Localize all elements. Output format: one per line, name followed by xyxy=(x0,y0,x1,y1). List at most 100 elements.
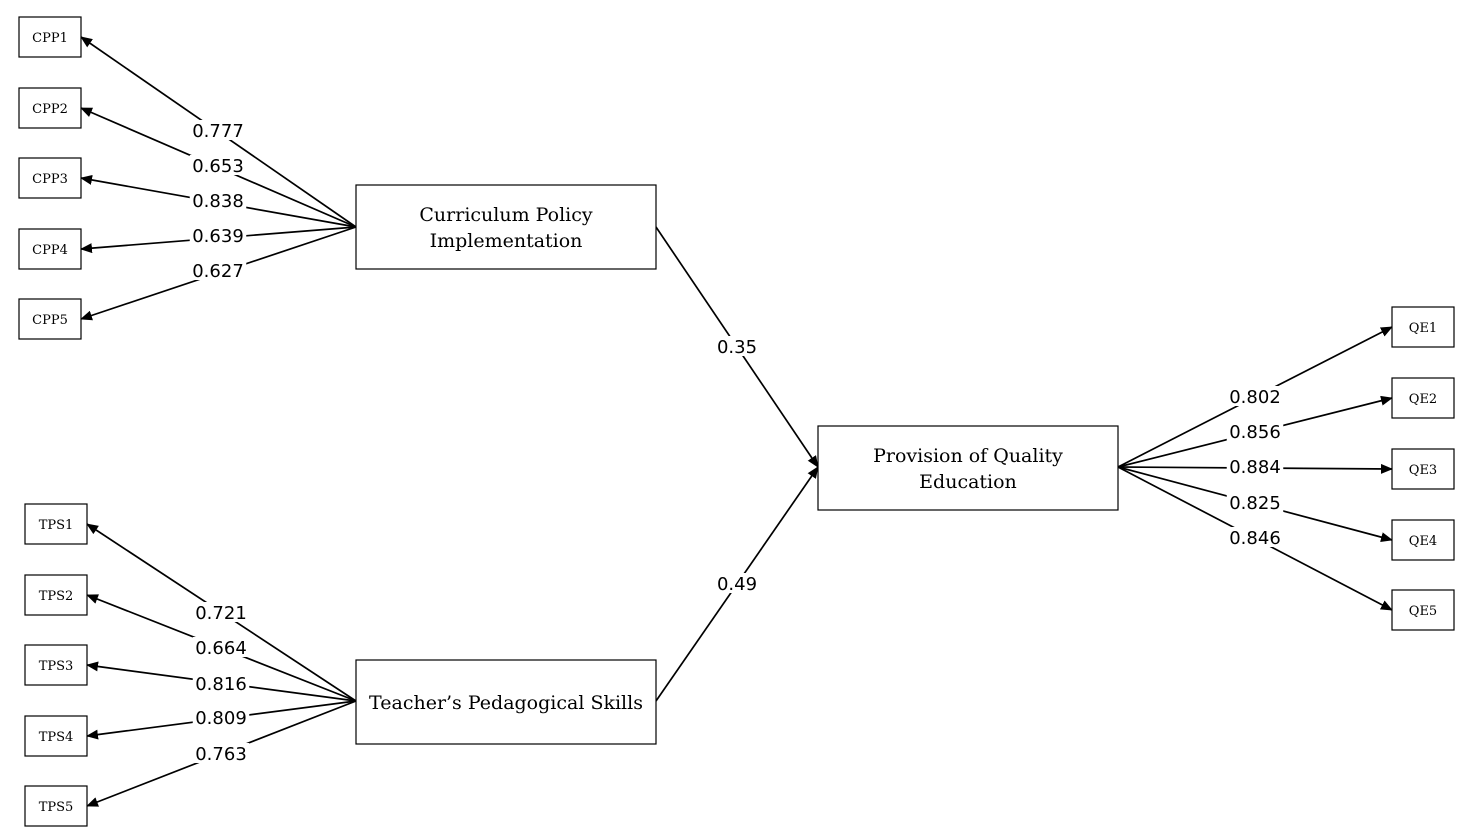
indicator-tps5-label: TPS5 xyxy=(39,800,74,815)
indicator-cpp5-box xyxy=(18,298,82,340)
loading-tps5-group: 0.763 xyxy=(192,743,250,765)
loading-cpp1: 0.777 xyxy=(192,121,244,142)
loading-cpp4-bg xyxy=(189,225,247,245)
loading-cpp3-group: 0.838 xyxy=(189,190,247,212)
latent-curriculum-policy-implementation-label-line-1: Curriculum Policy xyxy=(419,204,593,226)
loading-cpp5-bg xyxy=(189,260,247,280)
loading-cpp2-group: 0.653 xyxy=(189,155,247,177)
loading-cpp4-group: 0.639 xyxy=(189,225,247,247)
indicator-qe1-box xyxy=(1391,306,1455,348)
indicator-tps3-box xyxy=(24,644,88,686)
indicator-qe5-label: QE5 xyxy=(1409,604,1437,619)
indicator-cpp2-box xyxy=(18,87,82,129)
indicator-tps4: TPS4 xyxy=(24,715,88,757)
loading-qe4-group: 0.825 xyxy=(1226,492,1284,514)
loading-qe3-bg xyxy=(1226,456,1284,476)
indicator-qe5: QE5 xyxy=(1391,589,1455,631)
loading-qe1-group: 0.802 xyxy=(1226,386,1284,408)
loading-tps5-bg xyxy=(192,743,250,763)
path-coef-tps-to-pqe: 0.49 xyxy=(717,574,757,595)
loading-qe2-group: 0.856 xyxy=(1226,421,1284,443)
indicator-cpp4-label: CPP4 xyxy=(32,243,68,258)
loading-qe4-bg xyxy=(1226,492,1284,512)
latent-provision-of-quality-education-label-line-2: Education xyxy=(919,471,1017,493)
indicator-cpp5-label: CPP5 xyxy=(32,313,68,328)
indicator-qe2-label: QE2 xyxy=(1409,392,1437,407)
loading-qe1-bg xyxy=(1226,386,1284,406)
latent-curriculum-policy-implementation-label-line-2: Implementation xyxy=(430,230,583,252)
loading-qe2-bg xyxy=(1226,421,1284,441)
loading-cpp2: 0.653 xyxy=(192,156,244,177)
loading-qe3-group: 0.884 xyxy=(1226,456,1284,478)
indicator-qe1-label: QE1 xyxy=(1409,321,1437,336)
loading-qe4: 0.825 xyxy=(1229,493,1281,514)
indicator-tps2-box xyxy=(24,574,88,616)
indicator-cpp4-box xyxy=(18,228,82,270)
indicator-cpp1-box xyxy=(18,16,82,58)
loading-cpp5-group: 0.627 xyxy=(189,260,247,282)
loading-cpp4: 0.639 xyxy=(192,226,244,247)
loading-qe5: 0.846 xyxy=(1229,528,1281,549)
indicator-qe2: QE2 xyxy=(1391,377,1455,419)
latent-teachers-pedagogical-skills-box xyxy=(355,659,657,745)
loading-qe5-group: 0.846 xyxy=(1226,527,1284,549)
indicator-tps2: TPS2 xyxy=(24,574,88,616)
indicator-cpp2-label: CPP2 xyxy=(32,102,68,117)
indicator-qe5-box xyxy=(1391,589,1455,631)
latent-provision-of-quality-education-label-line-1: Provision of Quality xyxy=(873,445,1063,467)
loading-tps2: 0.664 xyxy=(195,638,247,659)
indicator-tps5-box xyxy=(24,785,88,827)
indicator-qe4-label: QE4 xyxy=(1409,534,1437,549)
indicator-cpp1-label: CPP1 xyxy=(32,31,68,46)
loading-cpp1-bg xyxy=(189,120,247,140)
indicator-qe3-box xyxy=(1391,448,1455,490)
indicator-cpp3-label: CPP3 xyxy=(32,172,68,187)
loading-tps3: 0.816 xyxy=(195,674,247,695)
indicator-cpp3-box xyxy=(18,157,82,199)
loading-tps4-bg xyxy=(192,707,250,727)
latent-curriculum-policy-implementation-box xyxy=(355,184,657,270)
indicator-cpp2: CPP2 xyxy=(18,87,82,129)
path-coef-cpi-to-pqe-group: 0.35 xyxy=(714,336,760,358)
indicator-qe1: QE1 xyxy=(1391,306,1455,348)
loading-cpp2-bg xyxy=(189,155,247,175)
loading-tps2-bg xyxy=(192,637,250,657)
indicator-qe4-box xyxy=(1391,519,1455,561)
loading-cpp3-bg xyxy=(189,190,247,210)
loading-cpp1-group: 0.777 xyxy=(189,120,247,142)
indicator-tps1-label: TPS1 xyxy=(39,518,74,533)
loading-tps1-bg xyxy=(192,602,250,622)
indicator-qe4: QE4 xyxy=(1391,519,1455,561)
loading-cpp5: 0.627 xyxy=(192,261,244,282)
indicator-cpp1: CPP1 xyxy=(18,16,82,58)
path-coef-cpi-to-pqe: 0.35 xyxy=(717,337,757,358)
latent-teachers-pedagogical-skills: Teacher’s Pedagogical Skills xyxy=(355,659,657,745)
loading-cpp3: 0.838 xyxy=(192,191,244,212)
path-coef-cpi-to-pqe-bg xyxy=(714,336,760,356)
indicator-tps4-label: TPS4 xyxy=(39,730,74,745)
latent-provision-of-quality-education-box xyxy=(817,425,1119,511)
loading-tps3-group: 0.816 xyxy=(192,673,250,695)
path-coef-tps-to-pqe-bg xyxy=(714,573,760,593)
indicator-tps4-box xyxy=(24,715,88,757)
indicator-tps5: TPS5 xyxy=(24,785,88,827)
loading-qe1: 0.802 xyxy=(1229,387,1281,408)
loading-qe2: 0.856 xyxy=(1229,422,1281,443)
indicator-qe2-box xyxy=(1391,377,1455,419)
indicator-tps1: TPS1 xyxy=(24,503,88,545)
latent-teachers-pedagogical-skills-label-line-1: Teacher’s Pedagogical Skills xyxy=(369,692,643,714)
indicator-qe3: QE3 xyxy=(1391,448,1455,490)
loading-qe3: 0.884 xyxy=(1229,457,1281,478)
loading-tps4: 0.809 xyxy=(195,708,247,729)
indicator-tps1-box xyxy=(24,503,88,545)
indicator-cpp5: CPP5 xyxy=(18,298,82,340)
loading-tps2-group: 0.664 xyxy=(192,637,250,659)
indicator-tps3-label: TPS3 xyxy=(39,659,74,674)
indicator-cpp3: CPP3 xyxy=(18,157,82,199)
loading-tps3-bg xyxy=(192,673,250,693)
indicator-qe3-label: QE3 xyxy=(1409,463,1437,478)
